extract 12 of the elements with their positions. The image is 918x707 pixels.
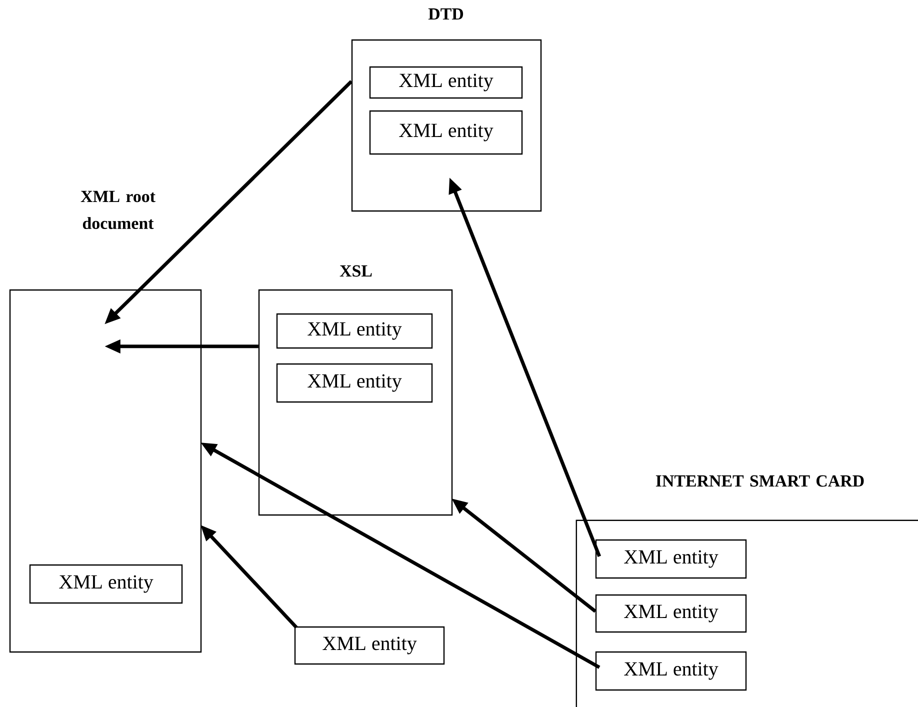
entity-box: XML entity xyxy=(276,363,433,403)
node-label: XML root document xyxy=(80,190,156,230)
entity-box: XML entity xyxy=(369,110,523,155)
node-label: XSL xyxy=(340,265,372,277)
node-label: DTD xyxy=(428,8,464,20)
entity-box: XML entity xyxy=(276,313,433,349)
entity-box: XML entity xyxy=(595,539,747,579)
entity-box: XML entity xyxy=(294,626,445,665)
entity-box: XML entity xyxy=(595,651,747,691)
entity-box: XML entity xyxy=(29,564,183,604)
entity-box: XML entity xyxy=(369,66,523,99)
entity-box: XML entity xyxy=(595,594,747,633)
